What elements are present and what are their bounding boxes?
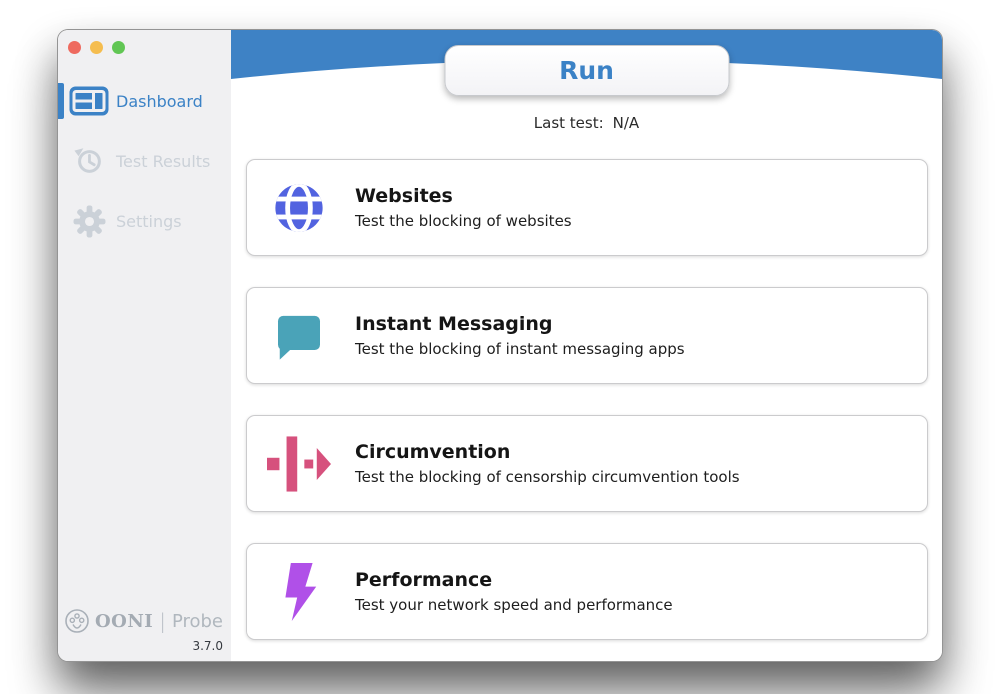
sidebar-item-label: Test Results	[116, 151, 211, 171]
last-test-value: N/A	[612, 114, 640, 132]
zoom-window-button[interactable]	[112, 41, 125, 54]
card-circumvention[interactable]: Circumvention Test the blocking of censo…	[246, 415, 928, 512]
last-test-status: Last test: N/A	[231, 114, 942, 132]
card-performance[interactable]: Performance Test your network speed and …	[246, 543, 928, 640]
sidebar-footer: OONI | Probe 3.7.0	[64, 608, 223, 653]
card-title: Performance	[355, 568, 493, 591]
last-test-label: Last test:	[533, 114, 604, 132]
card-description: Test your network speed and performance	[355, 595, 673, 614]
history-clock-icon	[69, 145, 109, 177]
card-title: Websites	[355, 184, 453, 207]
card-title: Instant Messaging	[355, 312, 553, 335]
sidebar-item-label: Dashboard	[116, 91, 203, 111]
ooni-probe-logo: OONI | Probe	[64, 608, 223, 634]
sidebar-nav: Dashboard Test Results	[58, 83, 231, 239]
chat-bubble-icon	[267, 306, 331, 366]
logo-product-text: Probe	[171, 610, 223, 632]
run-button[interactable]: Run	[444, 45, 729, 96]
card-text: Performance Test your network speed and …	[355, 568, 673, 614]
logo-divider: |	[159, 609, 166, 633]
ooni-mark-icon	[64, 608, 90, 634]
minimize-window-button[interactable]	[90, 41, 103, 54]
card-title: Circumvention	[355, 440, 511, 463]
main-panel: Run Last test: N/A	[231, 30, 942, 661]
logo-brand-text: OONI	[94, 610, 154, 632]
card-description: Test the blocking of censorship circumve…	[355, 467, 740, 486]
traffic-lights	[58, 30, 231, 54]
active-item-indicator	[58, 83, 64, 119]
sidebar-item-dashboard[interactable]: Dashboard	[58, 83, 231, 119]
sidebar-item-test-results[interactable]: Test Results	[58, 143, 231, 179]
dashboard-icon	[69, 85, 109, 117]
globe-icon	[267, 178, 331, 238]
gear-icon	[69, 205, 109, 237]
run-button-label: Run	[559, 56, 614, 85]
card-description: Test the blocking of websites	[355, 211, 572, 230]
sidebar-item-label: Settings	[116, 211, 182, 231]
app-window: Dashboard Test Results	[57, 29, 943, 662]
app-version: 3.7.0	[192, 639, 223, 653]
card-text: Instant Messaging Test the blocking of i…	[355, 312, 685, 358]
sidebar-item-settings[interactable]: Settings	[58, 203, 231, 239]
sidebar: Dashboard Test Results	[58, 30, 231, 661]
circumvention-arrow-icon	[267, 434, 331, 494]
card-text: Circumvention Test the blocking of censo…	[355, 440, 740, 486]
close-window-button[interactable]	[68, 41, 81, 54]
test-card-list: Websites Test the blocking of websites I…	[246, 159, 928, 640]
card-websites[interactable]: Websites Test the blocking of websites	[246, 159, 928, 256]
lightning-icon	[267, 562, 331, 622]
card-text: Websites Test the blocking of websites	[355, 184, 572, 230]
card-description: Test the blocking of instant messaging a…	[355, 339, 685, 358]
card-instant-messaging[interactable]: Instant Messaging Test the blocking of i…	[246, 287, 928, 384]
